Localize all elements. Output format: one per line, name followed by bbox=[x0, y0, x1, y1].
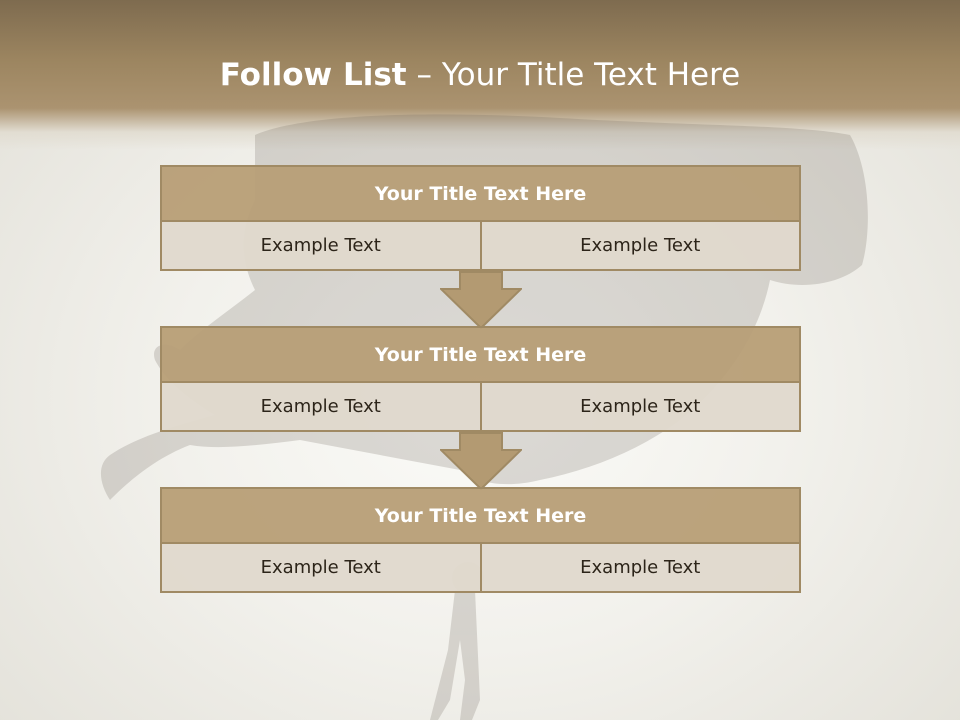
block-cell-left: Example Text bbox=[162, 544, 480, 591]
header-band bbox=[0, 0, 960, 150]
block-row: Example Text Example Text bbox=[160, 383, 801, 432]
down-arrow-icon bbox=[440, 271, 522, 329]
slide-title-rest: – Your Title Text Here bbox=[406, 57, 741, 93]
block-cell-right: Example Text bbox=[479, 383, 799, 430]
block-cell-right: Example Text bbox=[479, 544, 799, 591]
block-title: Your Title Text Here bbox=[160, 487, 801, 544]
block-title: Your Title Text Here bbox=[160, 326, 801, 383]
block-row: Example Text Example Text bbox=[160, 222, 801, 271]
block-row: Example Text Example Text bbox=[160, 544, 801, 593]
block-cell-right: Example Text bbox=[479, 222, 799, 269]
down-arrow-icon bbox=[440, 432, 522, 490]
block-cell-left: Example Text bbox=[162, 222, 480, 269]
list-block-3: Your Title Text Here Example Text Exampl… bbox=[160, 487, 801, 593]
block-cell-left: Example Text bbox=[162, 383, 480, 430]
block-title: Your Title Text Here bbox=[160, 165, 801, 222]
list-block-1: Your Title Text Here Example Text Exampl… bbox=[160, 165, 801, 271]
slide-title-bold: Follow List bbox=[219, 57, 407, 93]
slide-title: Follow List – Your Title Text Here bbox=[0, 52, 960, 98]
list-block-2: Your Title Text Here Example Text Exampl… bbox=[160, 326, 801, 432]
